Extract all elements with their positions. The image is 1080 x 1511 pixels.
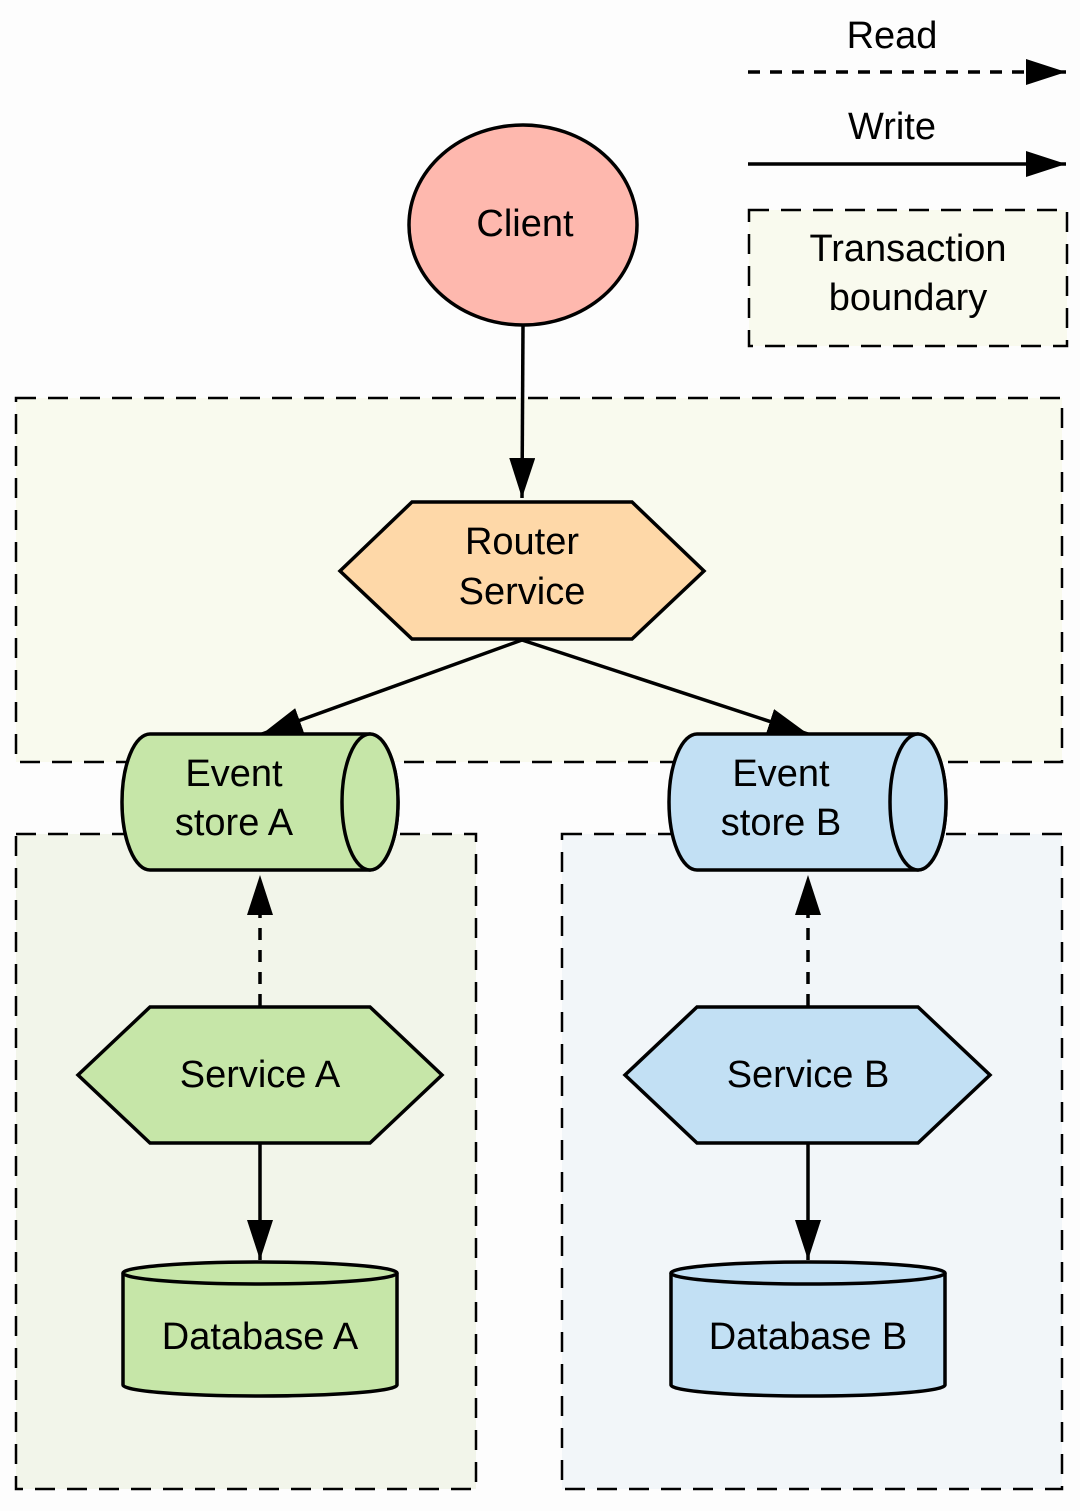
legend-read-label: Read [847, 15, 938, 57]
client-label: Client [476, 203, 574, 245]
event-store-b-label-line2: store B [721, 802, 841, 844]
service-b-node: Service B [622, 1005, 993, 1145]
legend-boundary-swatch [747, 208, 1069, 348]
event-store-b-node: Event store B [667, 732, 948, 872]
event-store-a-node: Event store A [120, 732, 400, 872]
database-a-label: Database A [162, 1316, 359, 1358]
router-label-line1: Router [465, 521, 579, 563]
edge-client-router [509, 324, 536, 499]
legend-write-label: Write [848, 106, 936, 148]
database-a-node: Database A [121, 1260, 399, 1398]
database-b-label: Database B [709, 1316, 908, 1358]
legend: Read Write Transaction boundary [747, 15, 1069, 348]
service-b-label: Service B [727, 1054, 890, 1096]
client-node: Client [407, 123, 639, 327]
event-store-b-label-line1: Event [732, 753, 830, 795]
legend-boundary-label-line1: Transaction [809, 228, 1006, 270]
edge-router-event-store-a [261, 638, 523, 736]
router-service-node: Router Service [337, 500, 707, 641]
event-store-a-label-line2: store A [175, 802, 294, 844]
database-b-node: Database B [669, 1260, 947, 1398]
edge-router-event-store-b [521, 638, 809, 736]
service-a-node: Service A [75, 1005, 445, 1145]
legend-boundary-label-line2: boundary [829, 277, 987, 319]
service-a-label: Service A [180, 1054, 341, 1096]
event-store-a-label-line1: Event [185, 753, 283, 795]
router-label-line2: Service [459, 571, 586, 613]
